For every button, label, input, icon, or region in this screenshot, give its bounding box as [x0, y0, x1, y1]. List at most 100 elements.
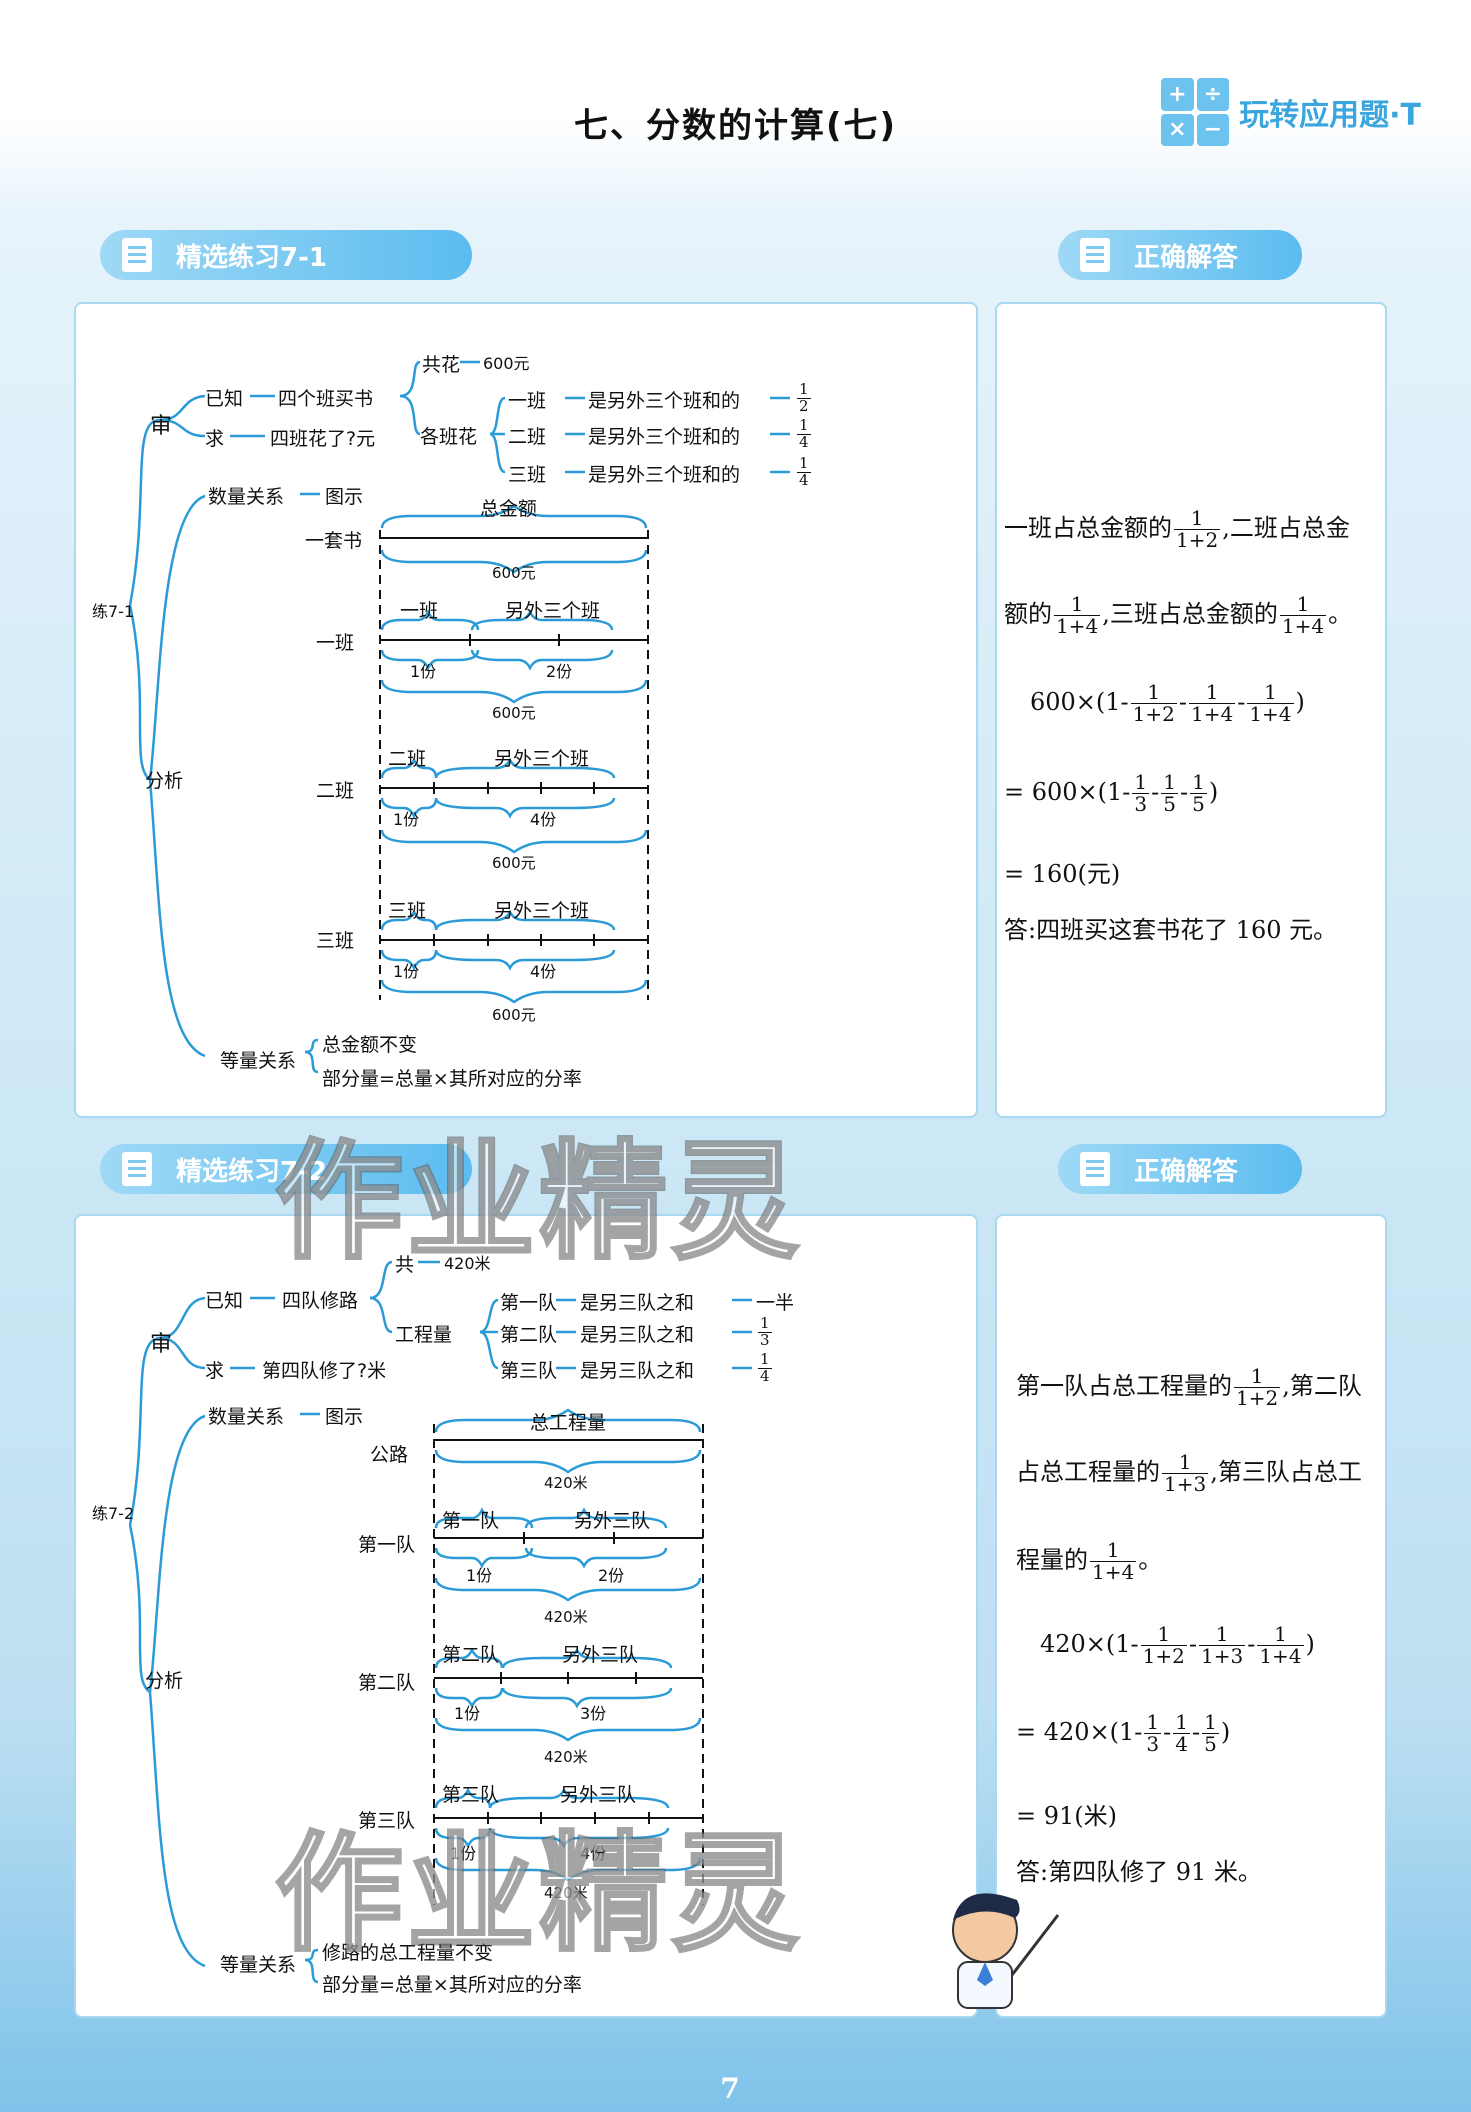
- diagram-share: 1份: [450, 1844, 477, 1863]
- diagram-top-label: 总金额: [480, 498, 538, 520]
- diagram-row-label: 第一队: [358, 1534, 416, 1556]
- equal-relation-label: 等量关系: [220, 1050, 297, 1072]
- diagram-row-label: 第二队: [358, 1672, 416, 1694]
- diagram-total-label: 420米: [544, 1474, 588, 1492]
- answer-panel-1: [995, 302, 1387, 1118]
- diagram-share: 1份: [393, 962, 420, 981]
- page-title: 七、分数的计算(七): [573, 106, 898, 146]
- class-name: 二班: [508, 426, 547, 448]
- ask-label: 求: [205, 428, 225, 450]
- diagram-other-label: 另外三个班: [494, 748, 590, 770]
- exercise-header-1: 精选练习7-1: [100, 230, 472, 280]
- diagram-part-label: 第二队: [442, 1644, 500, 1666]
- team-name: 第二队: [500, 1324, 558, 1346]
- diagram-share: 3份: [580, 1704, 607, 1723]
- diagram-row-label: 二班: [316, 780, 355, 802]
- class-relation: 是另外三个班和的: [588, 426, 741, 448]
- answer-header-label: 正确解答: [1134, 1156, 1239, 1187]
- document-icon: [1080, 1152, 1110, 1186]
- equal-relation-2: 部分量=总量×其所对应的分率: [322, 1068, 582, 1090]
- ask-label: 求: [205, 1360, 225, 1382]
- answer-header-label: 正确解答: [1134, 242, 1239, 273]
- known-label: 已知: [205, 388, 244, 410]
- each-label: 工程量: [395, 1324, 453, 1346]
- diagram-share: 1份: [454, 1704, 481, 1723]
- diagram-row-label: 三班: [316, 930, 355, 952]
- equal-relation-1: 总金额不变: [322, 1034, 418, 1056]
- diagram-total-label: 420米: [544, 1748, 588, 1766]
- known-content: 四个班买书: [278, 388, 374, 410]
- answer-header-1: 正确解答: [1058, 230, 1302, 280]
- diagram-row-label: 第三队: [358, 1810, 416, 1832]
- diagram-part-label: 第三队: [442, 1784, 500, 1806]
- diagram-row-label: 一班: [316, 632, 355, 654]
- exercise-header-label: 精选练习7-1: [176, 242, 327, 273]
- analysis-label: 分析: [145, 770, 184, 792]
- diagram-share: 1份: [410, 662, 437, 681]
- diagram-other-label: 另外三队: [562, 1644, 639, 1666]
- diagram-part-label: 第一队: [442, 1510, 500, 1532]
- solution-result: = 91(米): [1016, 1802, 1118, 1830]
- diagram-total-label: 600元: [492, 564, 536, 582]
- diagram-total-label: 420米: [544, 1608, 588, 1626]
- diagram-part-label: 一班: [400, 600, 439, 622]
- diagram-total-label: 600元: [492, 1006, 536, 1024]
- each-label: 各班花: [420, 426, 478, 448]
- analysis-label: 分析: [145, 1670, 184, 1692]
- class-name: 三班: [508, 464, 547, 486]
- known-label: 已知: [205, 1290, 244, 1312]
- diagram-share: 1份: [393, 810, 420, 829]
- diagram-share: 4份: [580, 1844, 607, 1863]
- diagram-other-label: 另外三队: [560, 1784, 637, 1806]
- exercise-panel-2: [74, 1214, 978, 2018]
- exercise-header-2: 精选练习7-2: [100, 1144, 472, 1194]
- diagram-share: 4份: [530, 962, 557, 981]
- team-relation: 是另三队之和: [580, 1324, 695, 1346]
- diagram-share: 2份: [546, 662, 573, 681]
- diagram-row-label: 公路: [370, 1444, 409, 1466]
- class-relation: 是另外三个班和的: [588, 390, 741, 412]
- diagram-other-label: 另外三个班: [494, 900, 590, 922]
- equal-relation-1: 修路的总工程量不变: [322, 1942, 494, 1964]
- diagram-label: 图示: [325, 486, 364, 508]
- total-value: 420米: [444, 1254, 491, 1273]
- diagram-share: 4份: [530, 810, 557, 829]
- team-fraction: 一半: [756, 1292, 795, 1314]
- ask-content: 四班花了?元: [270, 428, 376, 450]
- quantity-relation-label: 数量关系: [208, 486, 285, 508]
- diagram-other-label: 另外三队: [574, 1510, 651, 1532]
- equal-relation-2: 部分量=总量×其所对应的分率: [322, 1974, 582, 1996]
- known-content: 四队修路: [282, 1290, 359, 1312]
- document-icon: [122, 1152, 152, 1186]
- solution-answer: 答:第四队修了 91 米。: [1016, 1858, 1262, 1886]
- exercise-panel-1: [74, 302, 978, 1118]
- shen-label: 审: [150, 1332, 173, 1357]
- ask-content: 第四队修了?米: [262, 1360, 387, 1382]
- brand-text: 玩转应用题·T: [1239, 98, 1421, 133]
- document-icon: [122, 238, 152, 272]
- exercise-header-label: 精选练习7-2: [176, 1156, 327, 1187]
- diagram-other-label: 另外三个班: [505, 600, 601, 622]
- team-name: 第一队: [500, 1292, 558, 1314]
- brand-logo: +÷ ×− 玩转应用题·T: [1161, 78, 1421, 146]
- team-relation: 是另三队之和: [580, 1292, 695, 1314]
- class-name: 一班: [508, 390, 547, 412]
- document-icon: [1080, 238, 1110, 272]
- team-relation: 是另三队之和: [580, 1360, 695, 1382]
- exercise-tag: 练7-2: [92, 1504, 135, 1523]
- diagram-total-label: 420米: [544, 1884, 588, 1902]
- page-number: 7: [720, 2072, 740, 2105]
